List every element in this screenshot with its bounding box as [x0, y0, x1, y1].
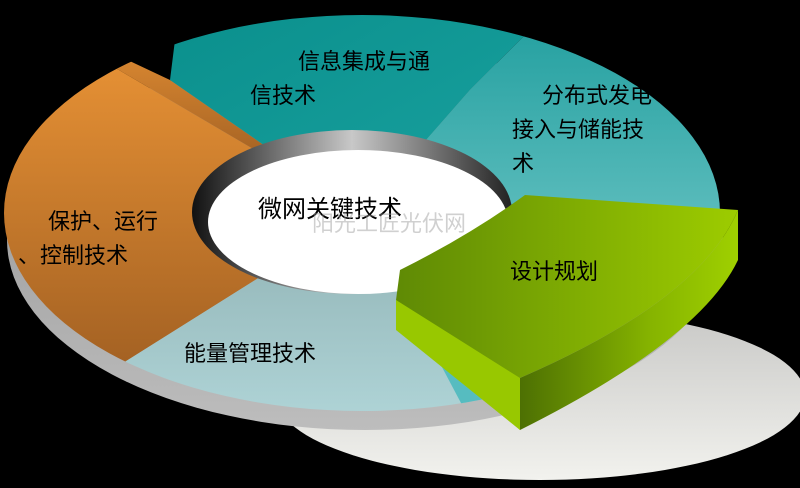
- label-der-line2: 接入与储能技: [512, 118, 645, 143]
- segment-info: [170, 15, 560, 213]
- label-protect-line2: 、控制技术: [18, 244, 129, 269]
- center-label: 微网关键技术: [258, 195, 402, 223]
- label-info-line1: 信息集成与通: [298, 50, 431, 75]
- label-der-line3: 术: [512, 152, 535, 177]
- watermark: 阳光工匠光伏网: [312, 212, 467, 237]
- label-info-line2: 信技术: [250, 84, 317, 109]
- label-design: 设计规划: [510, 260, 599, 285]
- label-protect-line1: 保护、运行: [48, 210, 159, 235]
- label-der-line1: 分布式发电: [542, 84, 653, 109]
- label-energy: 能量管理技术: [184, 342, 317, 367]
